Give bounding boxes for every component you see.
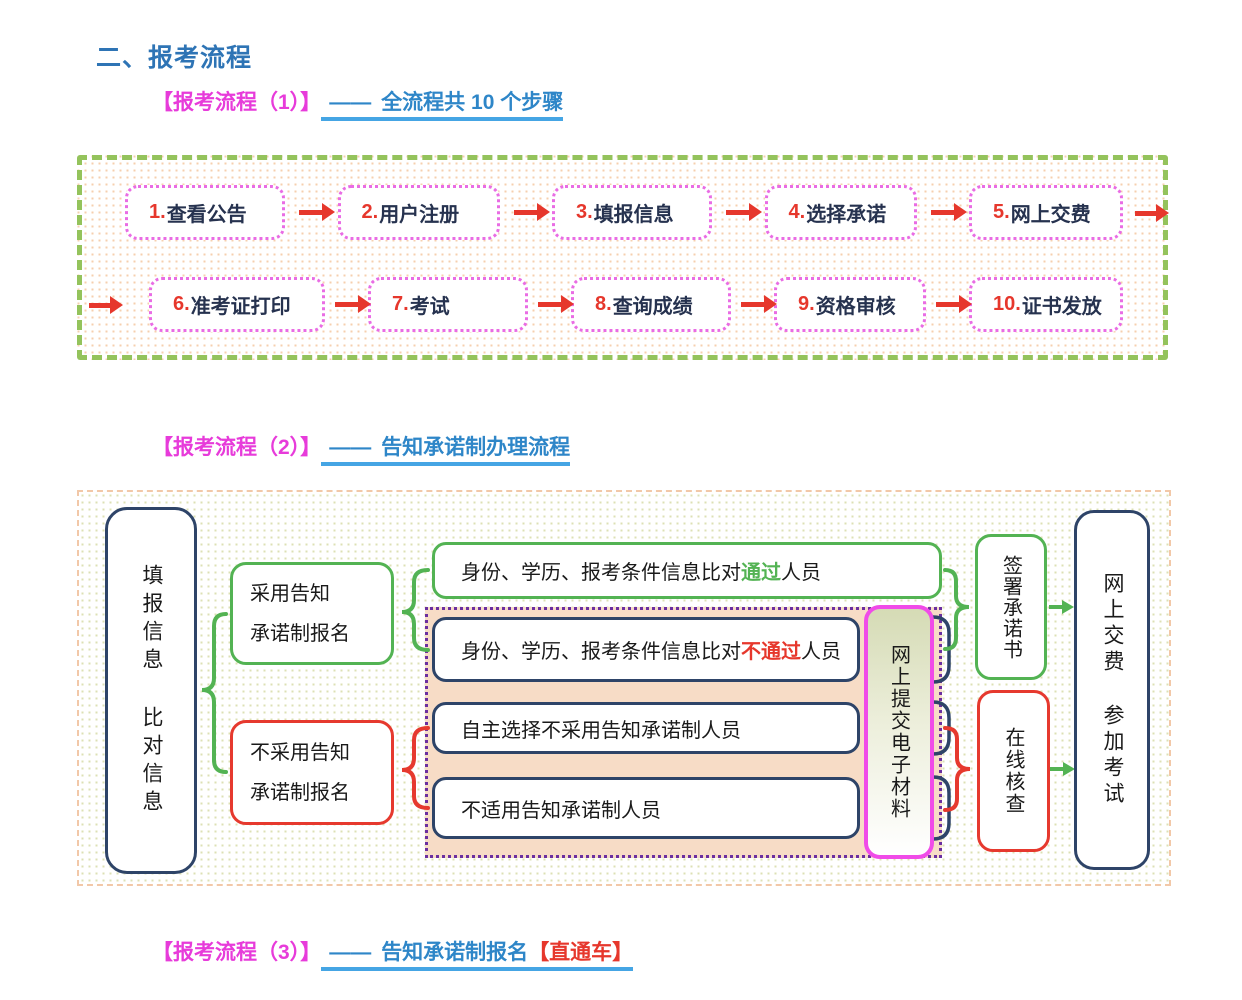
fill-info-box: 填报信息 比对信息 [105, 507, 197, 874]
section3-highlight: 【直通车】 [528, 941, 634, 964]
section-heading-3: 【报考流程（3）】 —— 告知承诺制报名【直通车】 [152, 936, 634, 971]
brace-start-split [201, 612, 228, 774]
pay-and-exam-box: 网上交费 参加考试 [1074, 510, 1150, 870]
flow-step-box-1: 1.查看公告 [125, 184, 285, 240]
arrow-right-icon [930, 202, 967, 221]
page-title: 二、报考流程 [96, 44, 253, 72]
step-label: 考试 [409, 295, 450, 318]
not-adopt-line1: 不采用告知 [250, 741, 350, 764]
pass-result-box: 身份、学历、报考条件信息比对通过人员 [432, 542, 942, 599]
arrow-right-icon [513, 202, 550, 221]
flow-step-box-8: 8.查询成绩 [571, 276, 731, 332]
brace-notadopt-split [401, 726, 430, 810]
fail-emphasis: 不通过 [741, 641, 801, 663]
section-heading-1: 【报考流程（1）】 —— 全流程共 10 个步骤 [152, 86, 564, 121]
flow-step-box-3: 3.填报信息 [552, 184, 712, 240]
flow1-row2: 6.准考证打印 7.考试 8.查询成绩 9.资格审核 10.证书发放 [117, 276, 1123, 332]
fail-text: 身份、学历、报考条件信息比对 [461, 641, 741, 663]
step-number: 10. [993, 292, 1021, 315]
adopt-line1: 采用告知 [250, 582, 330, 605]
dash-separator: —— [329, 436, 372, 459]
dash-separator: —— [329, 941, 372, 964]
online-check-box: 在线核查 [977, 690, 1050, 852]
not-adopt-line2: 承诺制报名 [250, 781, 350, 804]
flow2-panel: 填报信息 比对信息 采用告知 承诺制报名 不采用告知 承诺制报名 身份、学历、报… [77, 490, 1171, 886]
not-adopt-notice-box: 不采用告知 承诺制报名 [230, 720, 394, 825]
arrow-sign-to-pay-icon [1049, 600, 1074, 614]
step-label: 填报信息 [593, 203, 674, 226]
arrow-right-icon [299, 202, 336, 221]
flow-step-box-9: 9.资格审核 [774, 276, 926, 332]
step-label: 资格审核 [815, 295, 896, 318]
pass-suffix: 人员 [781, 562, 821, 584]
dash-separator: —— [329, 91, 372, 114]
step-number: 7. [392, 292, 409, 315]
section2-link[interactable]: 告知承诺制办理流程 [381, 436, 571, 459]
fail-result-box: 身份、学历、报考条件信息比对不通过人员 [432, 617, 860, 682]
step-label: 查看公告 [166, 203, 247, 226]
flow-step-box-4: 4.选择承诺 [764, 184, 917, 240]
section1-link[interactable]: 全流程共 10 个步骤 [381, 91, 564, 114]
step-label: 选择承诺 [806, 203, 887, 226]
arrow-enter-left-icon [89, 296, 123, 314]
connector [500, 202, 553, 221]
flow1-panel: 1.查看公告 2.用户注册 3.填报信息 4.选择承诺 5.网上交费 6.准考证… [77, 155, 1169, 360]
pass-emphasis: 通过 [741, 562, 781, 584]
brace-to-check [943, 726, 971, 812]
flow-step-box-10: 10.证书发放 [969, 276, 1123, 332]
self-choose-box: 自主选择不采用告知承诺制人员 [432, 702, 860, 754]
section3-tag: 【报考流程（3）】 [152, 941, 322, 964]
connector [325, 294, 371, 313]
arrow-right-icon [334, 294, 371, 313]
section-heading-2: 【报考流程（2）】 —— 告知承诺制办理流程 [152, 431, 571, 466]
connector [731, 294, 777, 313]
arrow-exit-right-icon [1135, 204, 1169, 222]
connector [926, 294, 972, 313]
step-label: 用户注册 [379, 203, 460, 226]
submit-materials-box: 网上提交电子材料 [864, 605, 934, 859]
section2-tag: 【报考流程（2）】 [152, 436, 322, 459]
flow2-connectors [201, 568, 1075, 841]
step-number: 1. [149, 200, 166, 223]
adopt-notice-box: 采用告知 承诺制报名 [230, 562, 394, 665]
step-number: 6. [173, 292, 190, 315]
flow1-row1: 1.查看公告 2.用户注册 3.填报信息 4.选择承诺 5.网上交费 [125, 184, 1123, 240]
section3-link[interactable]: 告知承诺制报名 [381, 941, 529, 964]
step-number: 9. [798, 292, 815, 315]
arrow-check-to-pay-icon [1050, 762, 1075, 776]
step-label: 查询成绩 [612, 295, 693, 318]
step-label: 证书发放 [1021, 295, 1102, 318]
pass-text: 身份、学历、报考条件信息比对 [461, 562, 741, 584]
brace-to-sign [943, 568, 970, 651]
step-label: 网上交费 [1010, 203, 1091, 226]
adopt-line2: 承诺制报名 [250, 622, 350, 645]
sign-commitment-box: 签署承诺书 [975, 534, 1047, 680]
step-number: 4. [788, 200, 806, 223]
connector [712, 202, 765, 221]
arrow-right-icon [537, 294, 574, 313]
arrow-right-icon [935, 294, 972, 313]
brace-adopt-split [401, 568, 430, 652]
section1-tag: 【报考流程（1）】 [152, 91, 322, 114]
connector [528, 294, 574, 313]
not-applicable-box: 不适用告知承诺制人员 [432, 777, 860, 839]
step-number: 3. [576, 200, 593, 223]
flow-step-box-6: 6.准考证打印 [149, 276, 325, 332]
step-number: 2. [361, 200, 379, 223]
connector [285, 202, 338, 221]
step-number: 8. [595, 292, 612, 315]
flow-step-box-2: 2.用户注册 [337, 184, 500, 240]
step-number: 5. [993, 200, 1010, 223]
arrow-right-icon [726, 202, 763, 221]
flow-step-box-5: 5.网上交费 [969, 184, 1123, 240]
fail-suffix: 人员 [801, 641, 841, 663]
step-label: 准考证打印 [190, 295, 291, 318]
connector [917, 202, 970, 221]
arrow-right-icon [740, 294, 777, 313]
flow-step-box-7: 7.考试 [368, 276, 528, 332]
